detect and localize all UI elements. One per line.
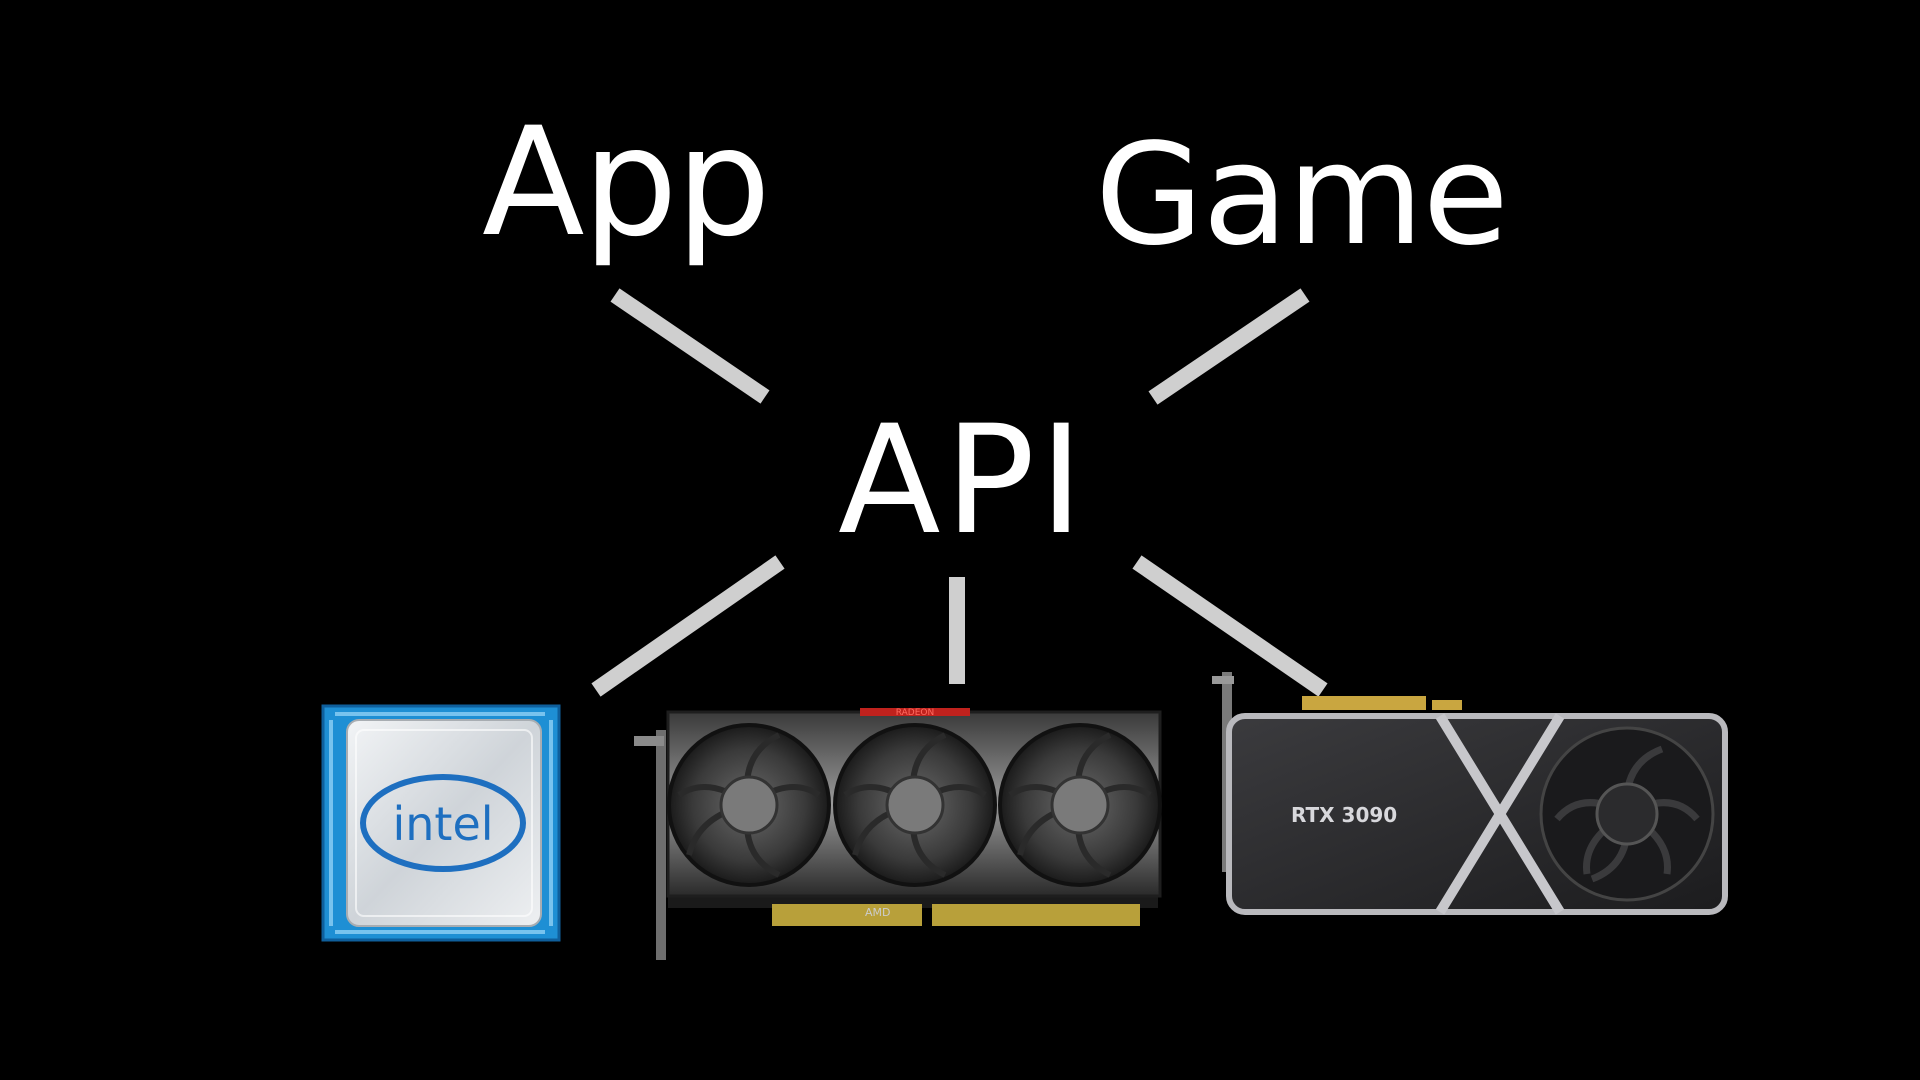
connector-app-api bbox=[610, 288, 770, 404]
node-app-label: App bbox=[482, 96, 771, 270]
node-api-label: API bbox=[838, 394, 1088, 568]
intel-logo-text: intel bbox=[392, 797, 493, 851]
connector-api-intel bbox=[591, 555, 785, 697]
nvidia-gpu-image: RTX 3090 bbox=[1212, 672, 1728, 915]
nvidia-model-text: RTX 3090 bbox=[1291, 803, 1397, 827]
amd-gpu-image: RADEON AMD bbox=[634, 708, 1162, 960]
connector-lines bbox=[591, 288, 1328, 697]
amd-vendor-text: AMD bbox=[865, 906, 891, 919]
amd-fans bbox=[667, 723, 1162, 887]
intel-cpu-image: intel bbox=[321, 704, 561, 942]
connector-game-api bbox=[1148, 288, 1310, 405]
node-game-label: Game bbox=[1095, 114, 1509, 277]
connector-api-nvidia bbox=[1132, 555, 1328, 697]
amd-brand-text: RADEON bbox=[896, 708, 934, 718]
